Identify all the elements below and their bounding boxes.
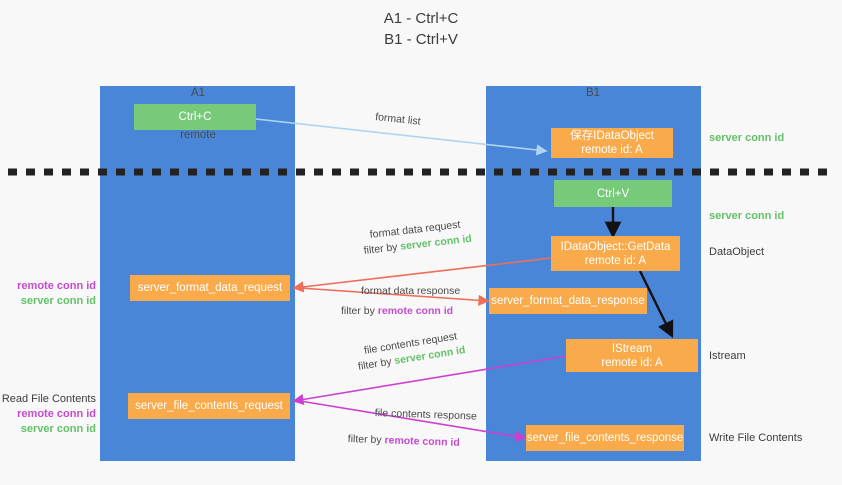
annotation-conn-ids-upper: remote conn id server conn id <box>0 279 96 309</box>
lane-b1-title: B1 <box>585 87 601 99</box>
edge-label-format-data-response-filter: filter by remote conn id <box>341 304 453 319</box>
arrow-format-list <box>255 118 548 156</box>
node-server-format-data-response[interactable]: server_format_data_response <box>489 288 647 314</box>
lane-header-a1: A1 remote <box>128 58 268 170</box>
annotation-server-conn-id: server conn id <box>20 295 96 307</box>
annotation-remote-conn-id: remote conn id <box>17 408 96 420</box>
label-dataobject: DataObject <box>709 246 765 258</box>
arrow-file-contents-request <box>292 355 567 405</box>
label-istream: Istream <box>709 350 746 362</box>
arrow-format-data-request <box>292 257 552 293</box>
arrow-getdata-to-istream <box>638 270 674 339</box>
node-server-file-contents-response[interactable]: server_file_contents_response <box>526 425 684 451</box>
node-server-file-contents-request[interactable]: server_file_contents_request <box>128 393 290 419</box>
edge-label-format-data-response: format data response <box>361 285 461 297</box>
label-server-conn-id-mid: server conn id <box>709 210 785 222</box>
lane-a1-title: A1 <box>190 87 206 99</box>
lane-a1-subtitle: remote <box>180 129 216 141</box>
node-getdata[interactable]: IDataObject::GetData remote id: A <box>551 236 680 271</box>
arrow-file-contents-response <box>299 400 527 442</box>
filter-key-remote-conn-id: remote conn id <box>384 434 460 449</box>
node-ctrl-v[interactable]: Ctrl+V <box>554 180 672 207</box>
page-title: A1 - Ctrl+C B1 - Ctrl+V <box>383 10 459 48</box>
filter-key-remote-conn-id: remote conn id <box>377 305 454 317</box>
filter-prefix: filter by <box>363 240 402 257</box>
annotation-read-file-contents: Read File Contents remote conn id server… <box>0 392 96 437</box>
label-server-conn-id-top: server conn id <box>709 132 785 144</box>
node-idataobject[interactable]: 保存IDataObject remote id: A <box>551 128 673 158</box>
label-write-file-contents: Write File Contents <box>709 432 803 444</box>
arrow-format-data-response <box>299 287 490 306</box>
filter-prefix: filter by <box>347 432 385 447</box>
node-istream[interactable]: IStream remote id: A <box>566 339 698 372</box>
node-ctrl-c[interactable]: Ctrl+C <box>134 104 256 130</box>
annotation-heading-read-file-contents: Read File Contents <box>1 393 96 405</box>
annotation-remote-conn-id: remote conn id <box>17 280 96 292</box>
node-server-format-data-request[interactable]: server_format_data_request <box>130 275 290 301</box>
filter-prefix: filter by <box>341 305 378 317</box>
annotation-server-conn-id: server conn id <box>20 423 96 435</box>
